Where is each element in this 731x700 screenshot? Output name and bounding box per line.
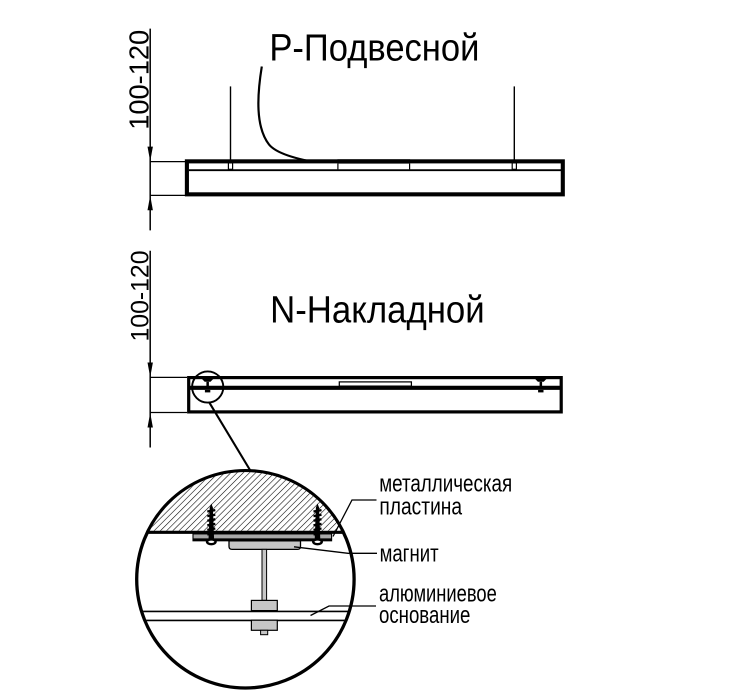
svg-text:100-120: 100-120	[123, 30, 154, 130]
svg-text:пластина: пластина	[379, 493, 462, 520]
svg-text:металлическая: металлическая	[379, 471, 512, 498]
svg-text:алюминиевое: алюминиевое	[379, 581, 497, 608]
svg-text:100-120: 100-120	[127, 251, 155, 342]
svg-text:основание: основание	[379, 602, 470, 629]
svg-text:магнит: магнит	[380, 541, 439, 568]
svg-text:Р-Подвесной: Р-Подвесной	[269, 27, 479, 69]
svg-text:N-Накладной: N-Накладной	[270, 290, 485, 332]
